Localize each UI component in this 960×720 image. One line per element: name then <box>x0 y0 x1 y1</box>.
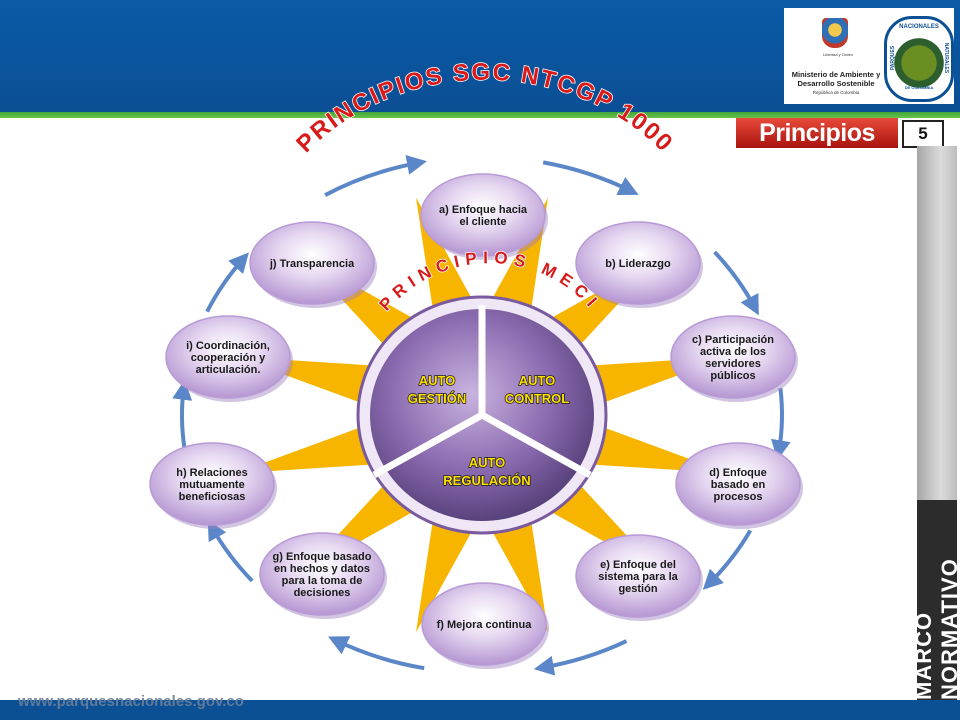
parques-nacionales-logo: NACIONALES PARQUES NATURALES DE COLOMBIA <box>884 16 954 102</box>
sidebar-dark-panel <box>917 500 957 700</box>
node-bubble <box>675 442 801 526</box>
principle-node: b) Liderazgo <box>575 221 703 308</box>
pnn-badge-top: NACIONALES <box>899 24 939 30</box>
hub-divider <box>372 411 484 479</box>
pnn-badge-bottom: DE COLOMBIA <box>904 85 934 90</box>
footer-bar <box>0 700 960 720</box>
node-bubble <box>259 532 385 616</box>
cycle-arrow <box>205 252 249 313</box>
node-bubble <box>420 173 546 257</box>
node-bubble <box>670 315 796 399</box>
motto-text: Libertad y Orden <box>823 52 853 57</box>
cycle-arrow <box>207 519 254 583</box>
node-bubble <box>165 315 291 399</box>
cycle-arrow <box>713 250 759 316</box>
cycle-arrow <box>542 160 639 195</box>
cycle-arrow <box>533 639 628 676</box>
cycle-arrow <box>324 155 427 197</box>
header-stripe <box>0 112 960 118</box>
outer-title: PRINCIPIOS SGC NTCGP 1000 <box>291 59 679 158</box>
cycle-arrow <box>327 636 425 671</box>
hub-divider <box>480 411 592 479</box>
node-bubble <box>575 534 701 618</box>
cycle-arrow <box>770 387 791 461</box>
cycle-arrow <box>172 379 193 451</box>
node-bubble <box>149 442 275 526</box>
principle-label: f) Mejora continua <box>437 619 533 631</box>
node-bubble <box>249 221 375 305</box>
ministry-name: Ministerio de Ambiente y Desarrollo Sost… <box>791 70 881 88</box>
outer-title-text: PRINCIPIOS SGC NTCGP 1000 <box>291 58 678 159</box>
website-url: www.parquesnacionales.gov.co <box>18 693 244 710</box>
republic-name: República de Colombia <box>812 90 860 95</box>
node-bubble <box>575 221 701 305</box>
section-number: 5 <box>902 120 944 148</box>
node-bubble <box>421 582 547 666</box>
cycle-arrows <box>172 155 791 676</box>
section-tag: Principios <box>736 118 898 148</box>
sun-ray <box>235 425 375 474</box>
cycle-arrow <box>702 529 753 590</box>
principle-node: f) Mejora continua <box>421 582 549 669</box>
coat-of-arms-icon <box>822 18 848 48</box>
principle-label: b) Liderazgo <box>605 258 671 270</box>
logo-panel: Libertad y Orden Ministerio de Ambiente … <box>784 8 954 104</box>
principle-label: j) Transparencia <box>269 258 355 270</box>
principle-node: j) Transparencia <box>249 221 377 308</box>
